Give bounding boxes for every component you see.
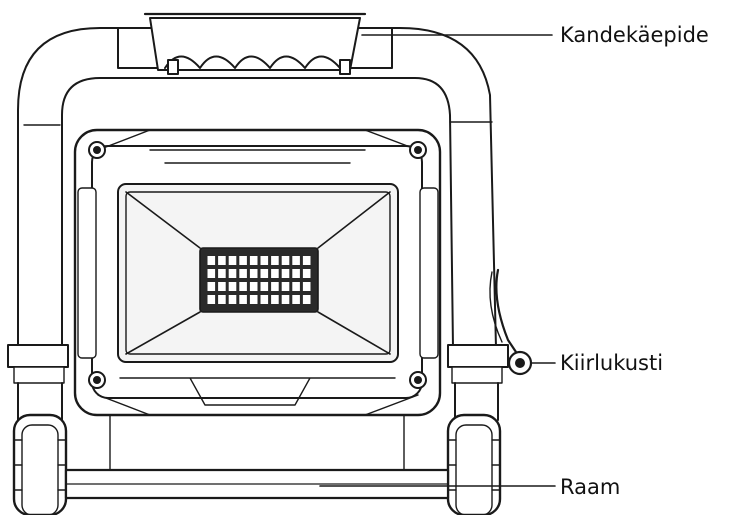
label-quick-lock: Kiirlukusti — [560, 351, 663, 375]
led-cell — [292, 269, 300, 278]
led-cell — [207, 269, 216, 278]
led-cell — [239, 295, 247, 304]
led-cell — [218, 295, 226, 304]
led-cell — [228, 269, 237, 278]
led-cell — [281, 295, 290, 304]
led-cell — [281, 282, 290, 291]
led-cell — [218, 282, 226, 291]
led-cell — [207, 256, 216, 265]
led-cell — [260, 295, 269, 304]
led-cell — [271, 256, 279, 265]
base-rail — [64, 414, 450, 500]
pivot-bracket-left — [7, 344, 69, 421]
pivot-bracket-right — [447, 344, 509, 421]
wheel-left — [12, 413, 68, 515]
label-carry-handle: Kandekäepide — [560, 23, 709, 47]
led-cell — [281, 269, 290, 278]
led-cell — [249, 269, 258, 278]
carry-handle — [117, 12, 393, 75]
wheel-right — [446, 413, 502, 515]
tube-frame — [17, 27, 497, 349]
led-cell — [249, 295, 258, 304]
led-cell — [260, 256, 269, 265]
led-cell — [302, 295, 311, 304]
led-cell — [239, 269, 247, 278]
label-frame: Raam — [560, 475, 620, 499]
led-cell — [292, 295, 300, 304]
led-cell — [239, 282, 247, 291]
leader-lines — [319, 34, 556, 487]
led-cell — [260, 269, 269, 278]
led-cell — [207, 295, 216, 304]
corner-screws — [88, 141, 427, 389]
led-cell — [228, 256, 237, 265]
led-cell — [228, 282, 237, 291]
led-cell — [260, 282, 269, 291]
led-cell — [271, 295, 279, 304]
led-cell — [271, 269, 279, 278]
led-cell — [249, 256, 258, 265]
led-cell — [228, 295, 237, 304]
led-cell — [207, 282, 216, 291]
led-cell — [281, 256, 290, 265]
led-cell — [302, 282, 311, 291]
led-cell — [302, 256, 311, 265]
led-cell — [271, 282, 279, 291]
led-cell — [239, 256, 247, 265]
led-cell — [249, 282, 258, 291]
led-panel — [199, 247, 319, 313]
quick-lock-lever — [489, 268, 533, 376]
led-cell — [218, 269, 226, 278]
led-cell — [292, 256, 300, 265]
led-cell — [292, 282, 300, 291]
led-cell — [302, 269, 311, 278]
led-cell — [218, 256, 226, 265]
